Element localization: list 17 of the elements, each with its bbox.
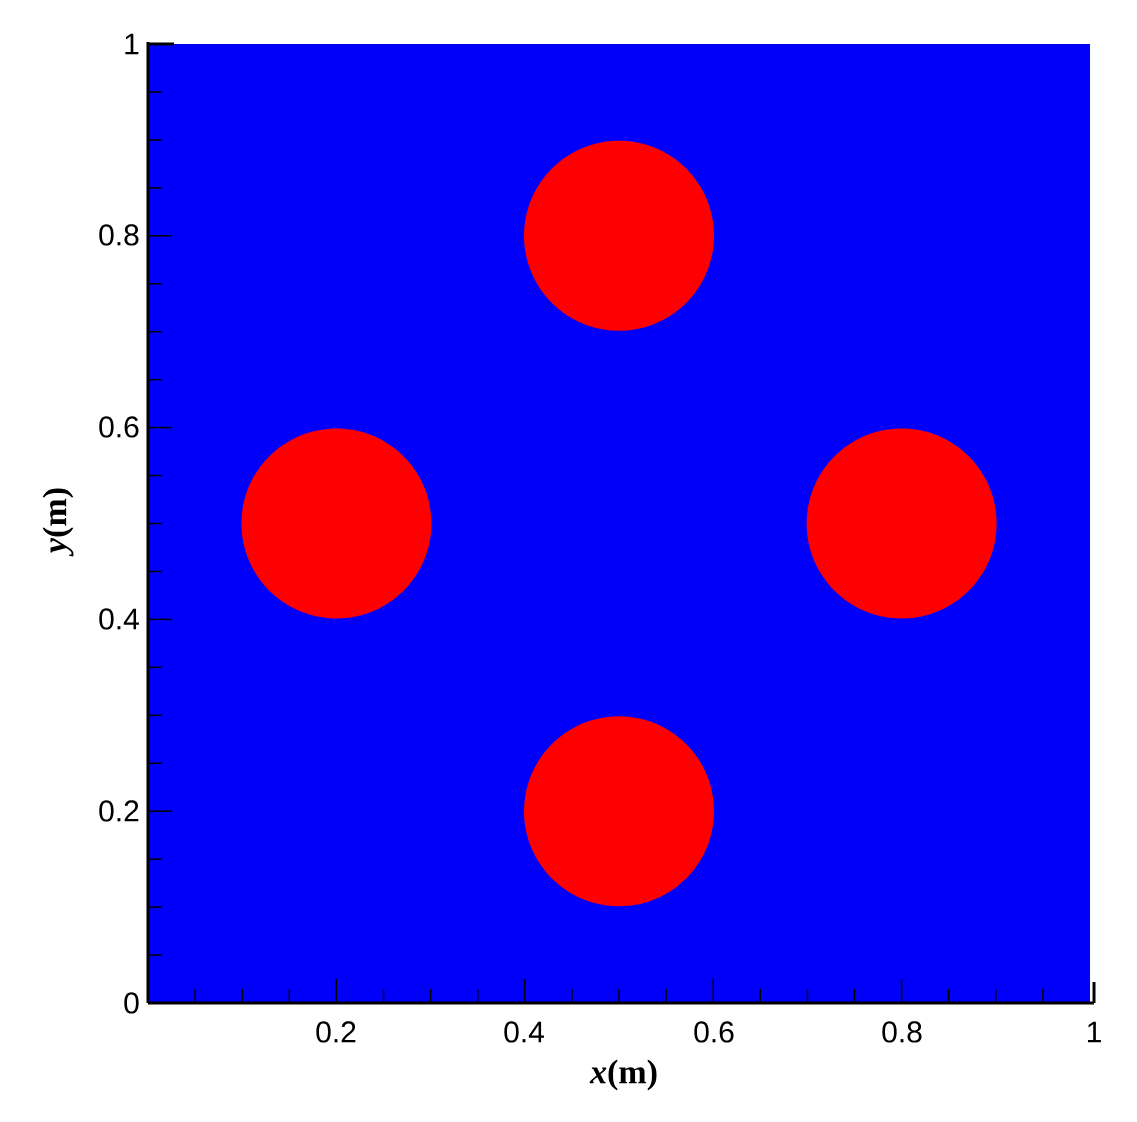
tick-label: 1 (1087, 1021, 1101, 1043)
circle (806, 428, 997, 619)
axis-title: y(m) (42, 488, 74, 557)
tick-label: 1 (125, 33, 139, 55)
circle (241, 428, 432, 619)
circle (524, 716, 714, 907)
tick-label: 0.4 (504, 1021, 544, 1043)
tick-label: 0.8 (882, 1021, 922, 1043)
tick-label: 0.2 (316, 1021, 356, 1043)
tick-label: 0 (124, 992, 139, 1014)
tick-label: 0.4 (99, 608, 139, 630)
tick-label: 0.2 (99, 800, 139, 822)
tick-label: 0.8 (99, 224, 139, 246)
tick-label: 0.6 (99, 416, 139, 438)
tick-label: 0.6 (694, 1021, 734, 1043)
circle (524, 140, 714, 331)
axis-title: x(m) (589, 1059, 657, 1091)
